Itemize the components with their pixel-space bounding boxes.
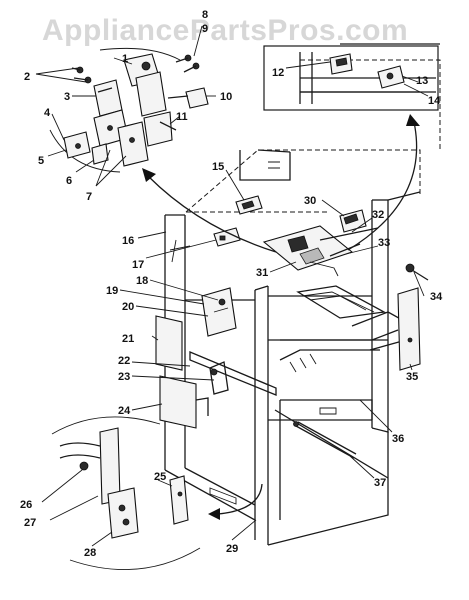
top-left-assembly: [35, 25, 216, 187]
inset-25-28: [41, 416, 201, 571]
callout-34: 34: [430, 291, 443, 303]
callout-36: 36: [392, 433, 404, 445]
callout-14: 14: [428, 95, 441, 107]
part-15-block: [235, 195, 263, 215]
callout-15: 15: [212, 161, 224, 173]
callout-30: 30: [304, 195, 316, 207]
callout-11: 11: [176, 111, 188, 123]
callout-22: 22: [118, 355, 130, 367]
part-17-switch: [213, 227, 241, 247]
callout-23: 23: [118, 371, 130, 383]
callout-33: 33: [378, 237, 390, 249]
callout-37: 37: [374, 477, 386, 489]
part-34-screw: [405, 263, 429, 281]
callout-17: 17: [132, 259, 144, 271]
part-35-panel: [397, 287, 421, 371]
callout-2: 2: [24, 71, 30, 83]
callout-5: 5: [38, 155, 44, 167]
callout-19: 19: [106, 285, 118, 297]
leader-lines: [119, 169, 425, 541]
part-24-panel: [159, 375, 209, 429]
callout-29: 29: [226, 543, 238, 555]
callout-25: 25: [154, 471, 166, 483]
callout-26: 26: [20, 499, 32, 511]
callout-13: 13: [416, 75, 428, 87]
callout-4: 4: [44, 107, 51, 119]
callout-3: 3: [64, 91, 70, 103]
callout-9: 9: [202, 23, 208, 35]
callout-arrows: [142, 114, 420, 520]
callout-12: 12: [272, 67, 284, 79]
lower-element-rail: [189, 351, 277, 396]
callout-6: 6: [66, 175, 72, 187]
callout-32: 32: [372, 209, 384, 221]
part-21-panel: [155, 315, 183, 371]
part-37-rod: [293, 421, 357, 459]
callout-21: 21: [122, 333, 134, 345]
callout-8: 8: [202, 9, 208, 21]
callout-16: 16: [122, 235, 134, 247]
callout-labels: 1 2 3 4 5 6 7 8 9 10 11 12 13 14 15 16 1…: [20, 9, 443, 559]
callout-10: 10: [220, 91, 232, 103]
part-30-block: [339, 209, 367, 233]
callout-20: 20: [122, 301, 134, 313]
oven-bake-assembly: [279, 329, 399, 373]
callout-28: 28: [84, 547, 96, 559]
callout-1: 1: [122, 53, 128, 65]
callout-18: 18: [136, 275, 148, 287]
inset-12-14: [263, 45, 439, 111]
callout-27: 27: [24, 517, 36, 529]
callout-7: 7: [86, 191, 92, 203]
callout-35: 35: [406, 371, 418, 383]
part-20-bracket: [201, 287, 237, 337]
watermark: AppliancePartsPros.com: [42, 14, 409, 47]
callout-24: 24: [118, 405, 131, 417]
part-31-control-board: [262, 225, 379, 277]
callout-31: 31: [256, 267, 268, 279]
